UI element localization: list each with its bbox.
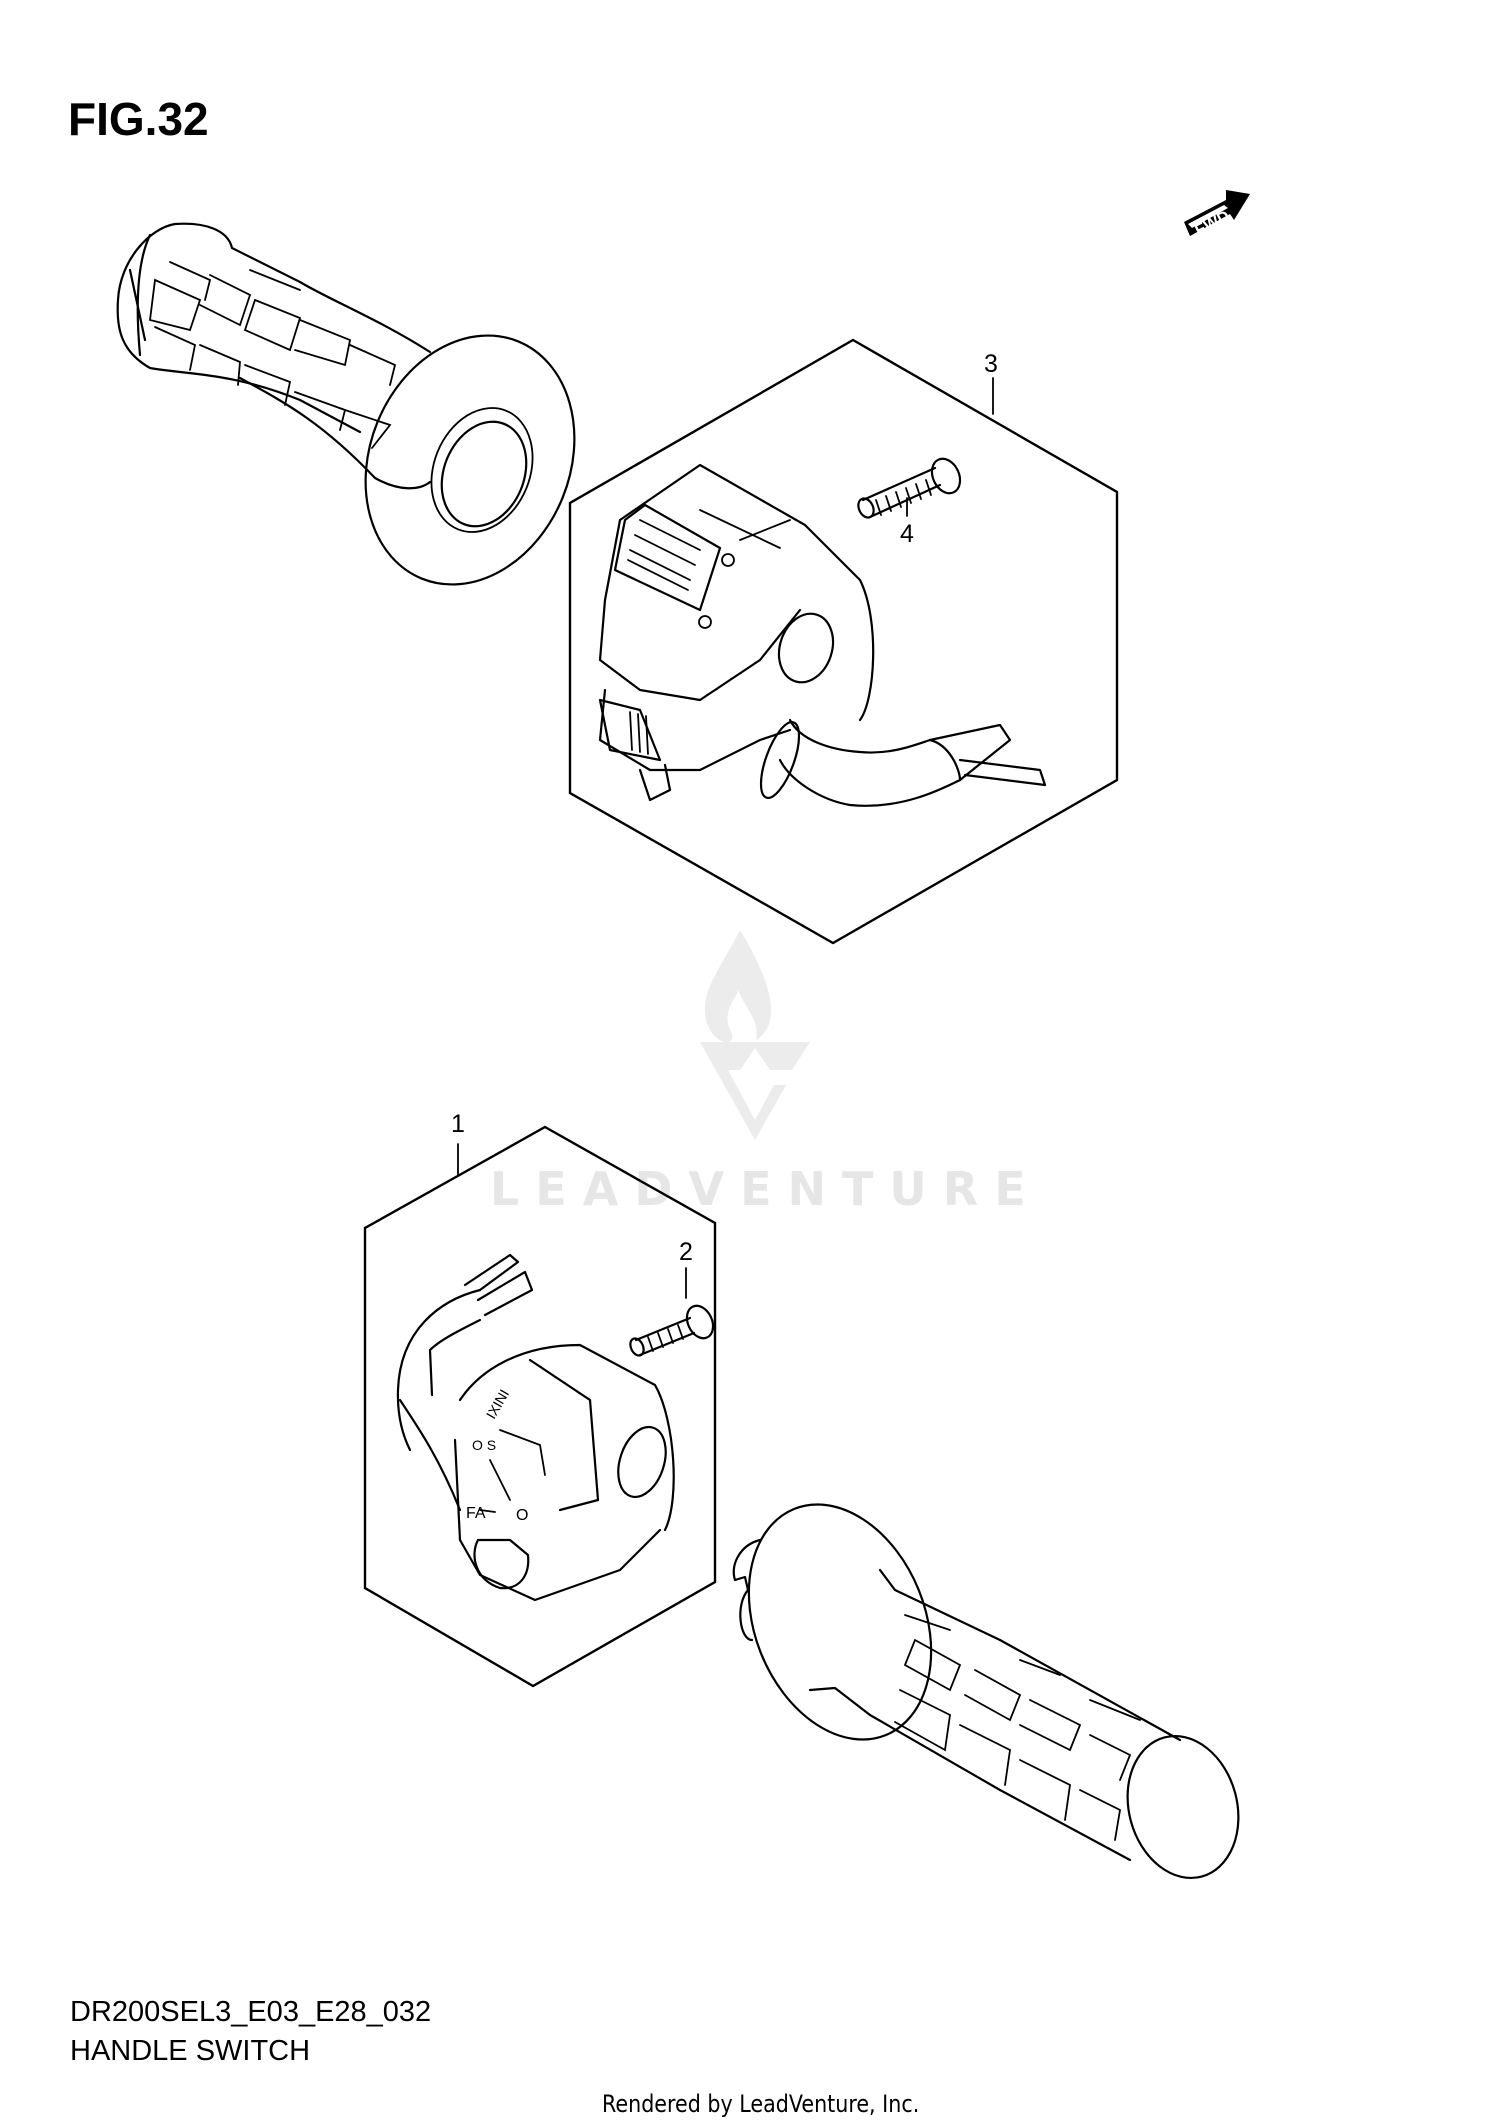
svg-text:FA: FA — [466, 1505, 486, 1522]
callout-2: 2 — [679, 1238, 693, 1266]
callout-4: 4 — [900, 520, 914, 548]
figure-name: HANDLE SWITCH — [70, 2035, 311, 2067]
right-grip — [732, 1503, 1240, 1880]
screw-2 — [629, 1304, 715, 1357]
watermark-text: LEADVENTURE — [490, 1162, 1042, 1216]
screw-4 — [857, 457, 962, 519]
svg-text:IXINI: IXINI — [483, 1387, 512, 1422]
assembly-boundary-3 — [568, 338, 1119, 945]
left-grip — [116, 222, 576, 586]
left-handle-switch: IXINI O S FA O — [396, 1253, 675, 1602]
figure-title: FIG.32 — [68, 93, 209, 145]
callout-3: 3 — [984, 350, 998, 378]
figure-code: DR200SEL3_E03_E28_032 — [70, 1996, 432, 2028]
svg-text:O: O — [516, 1507, 528, 1524]
svg-text:O S: O S — [472, 1437, 496, 1453]
callout-1: 1 — [451, 1110, 465, 1138]
footer-credit: Rendered by LeadVenture, Inc. — [602, 2090, 920, 2118]
assembly-boundary-1 — [363, 1125, 717, 1688]
watermark-logo — [700, 930, 810, 1140]
right-handle-switch — [598, 463, 1047, 807]
fwd-arrow-icon: FWD — [1180, 178, 1256, 242]
